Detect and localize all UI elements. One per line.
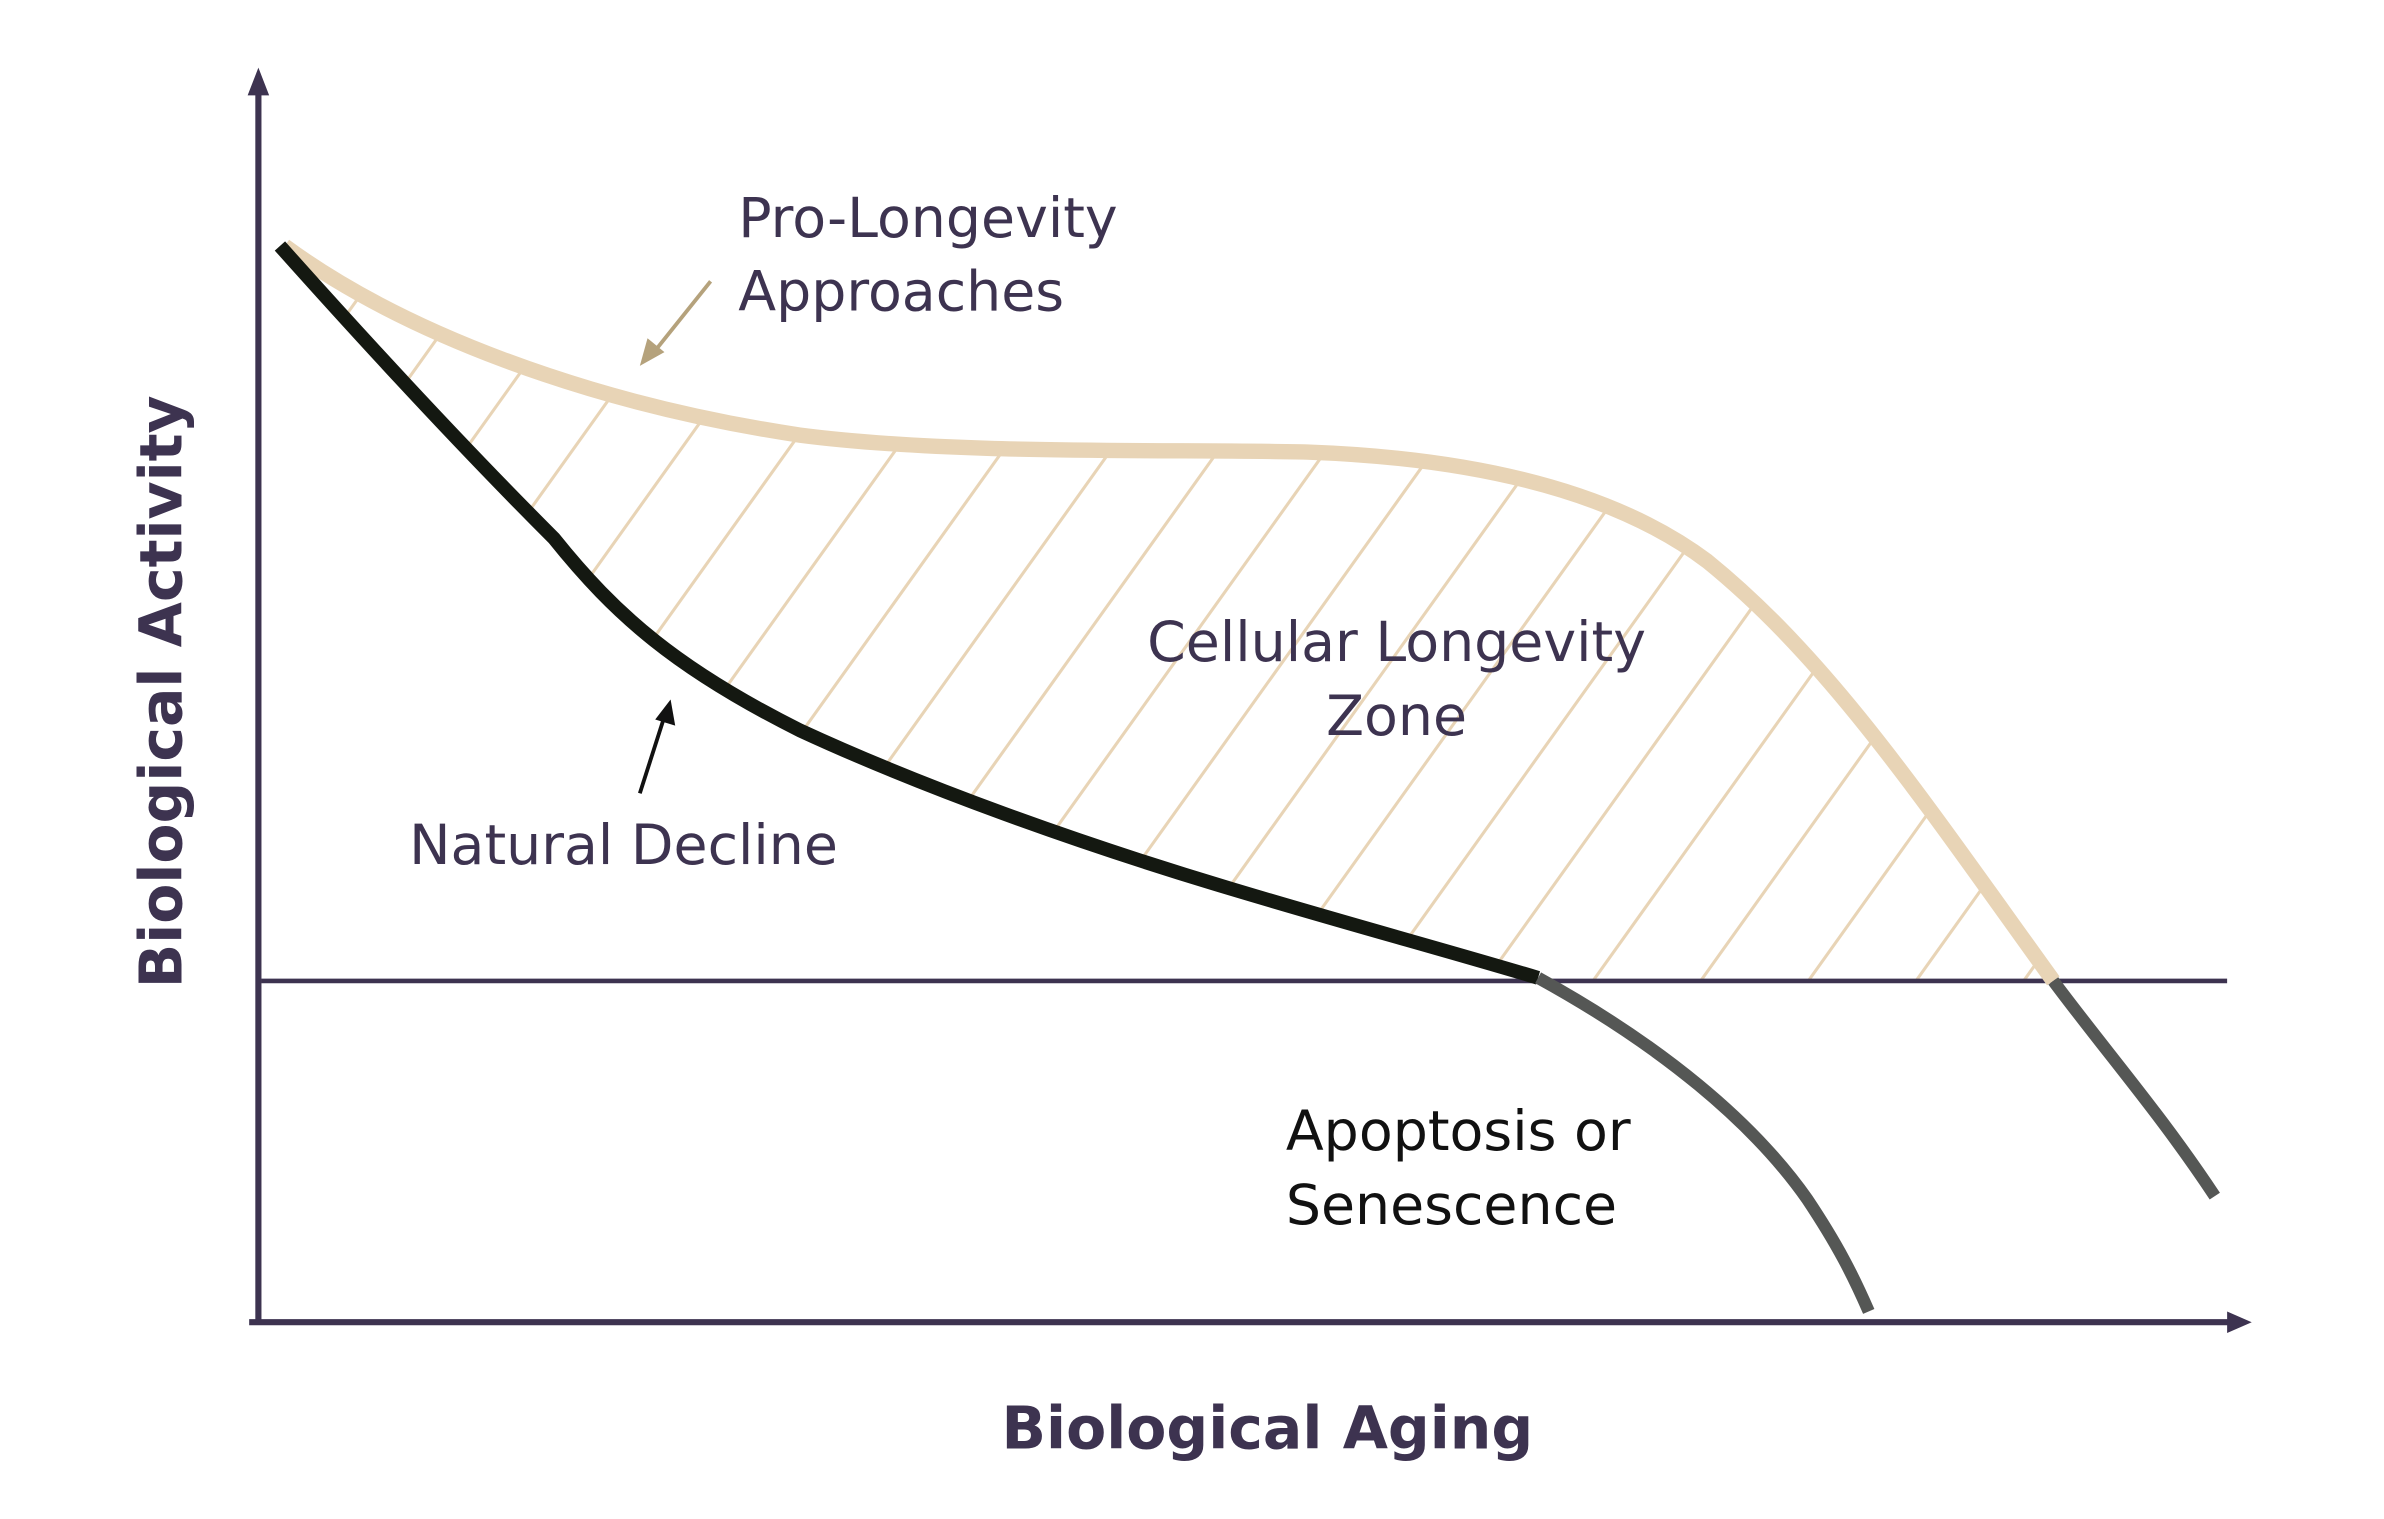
hatch-line — [2107, 154, 2384, 1015]
natural-decline-arrow — [638, 715, 667, 794]
pro-longevity-decline-curve — [2048, 977, 2220, 1200]
hatch-line — [1890, 245, 2054, 981]
pro-longevity-arrow — [653, 280, 713, 352]
hatch-line — [1782, 245, 2054, 981]
hatch-line — [284, 245, 463, 981]
zone-label-1: Cellular Longevity — [1147, 611, 1646, 675]
apoptosis-label-2: Senescence — [1286, 1174, 1617, 1238]
natural-decline-curve — [274, 241, 1541, 985]
pro-longevity-arrowhead-icon — [639, 338, 665, 366]
hatch-line — [1998, 245, 2054, 981]
hatch-line — [284, 245, 571, 981]
y-axis-arrow-icon — [247, 67, 270, 96]
x-axis-arrow-icon — [2227, 1311, 2252, 1333]
pro-longevity-label-2: Approaches — [738, 261, 1064, 325]
pro-longevity-label-1: Pro-Longevity — [738, 187, 1117, 251]
zone-label-2: Zone — [1326, 685, 1467, 749]
apoptosis-label-1: Apoptosis or — [1286, 1100, 1631, 1164]
natural-decline-label: Natural Decline — [409, 814, 838, 878]
x-axis-label: Biological Aging — [1002, 1394, 1534, 1462]
hatch-line — [2215, 154, 2384, 1015]
natural-decline-failure-curve — [1535, 972, 1875, 1314]
y-axis-label: Biological Activity — [127, 395, 195, 988]
pro-longevity-curve — [279, 239, 2060, 986]
natural-decline-arrowhead-icon — [655, 699, 676, 726]
zone-hatch — [284, 154, 2384, 1015]
